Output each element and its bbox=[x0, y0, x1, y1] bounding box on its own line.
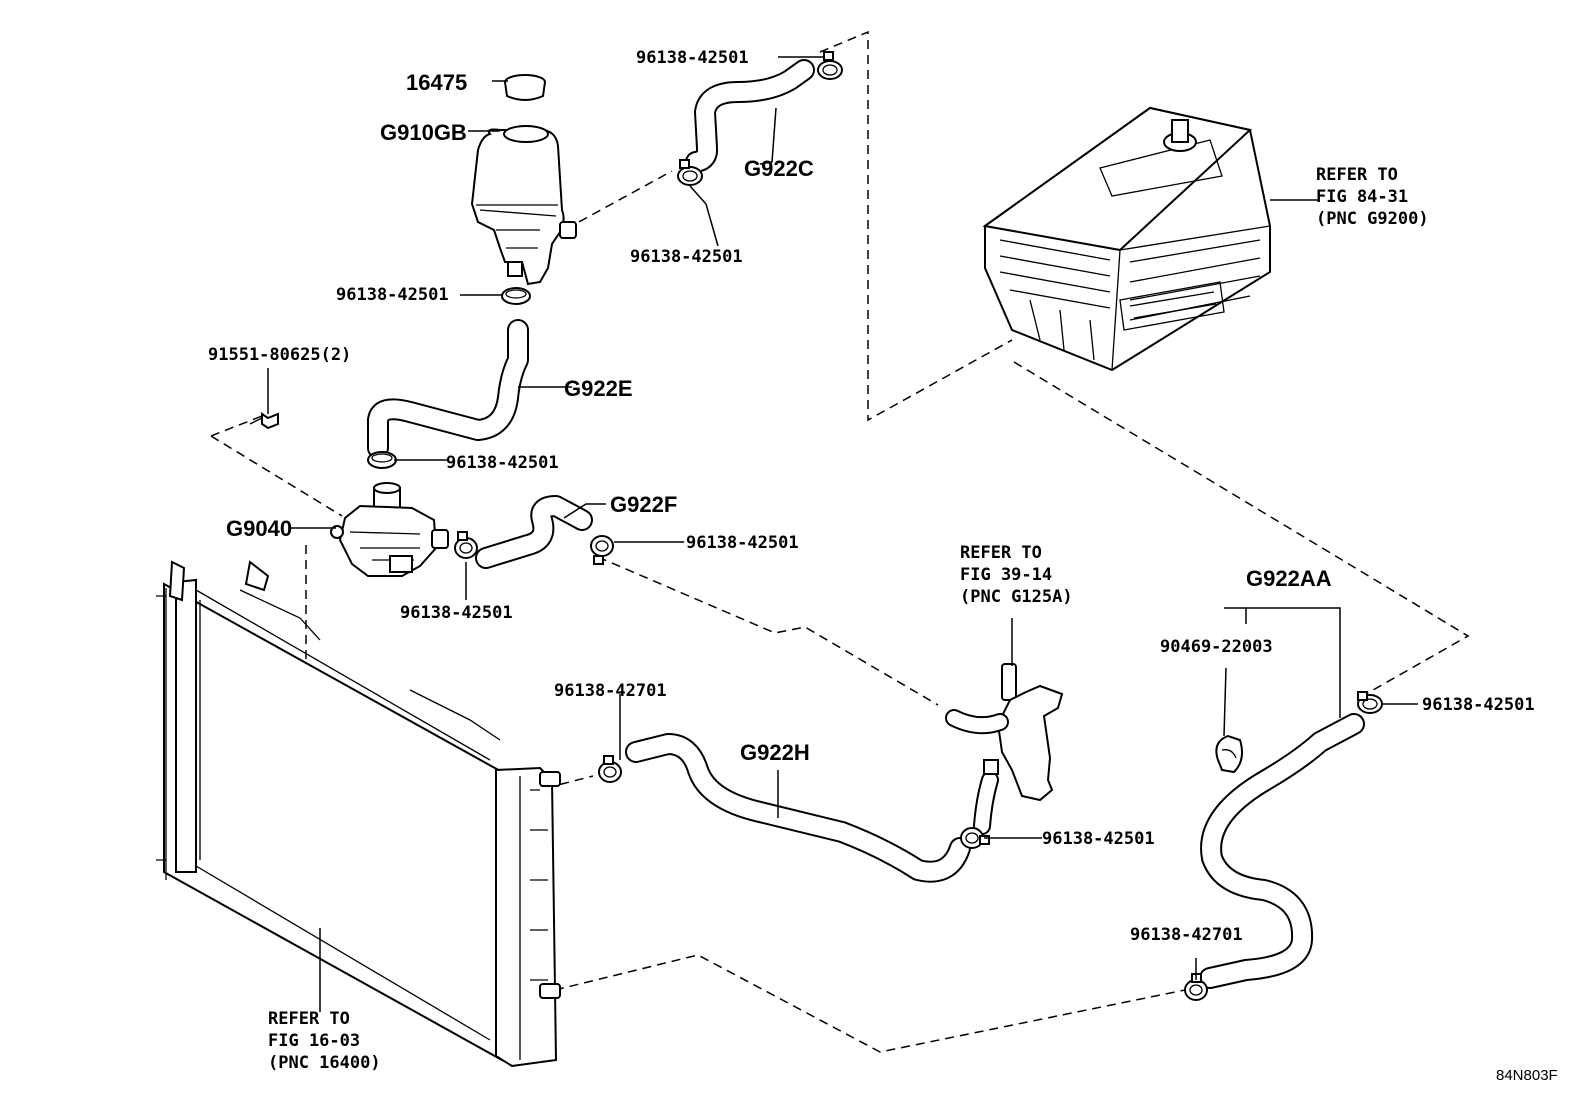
ref-radiator-line-1: REFER TO bbox=[268, 1009, 350, 1029]
ref-radiator: REFER TO FIG 16-03 (PNC 16400) bbox=[268, 1009, 381, 1073]
label-hose-e: G922E bbox=[564, 376, 633, 401]
label-bolt: 91551-80625(2) bbox=[208, 345, 351, 365]
reservoir-cap-part bbox=[504, 74, 546, 101]
label-clamp-pump: 96138-42501 bbox=[400, 603, 513, 623]
label-clamp-c-lower: 96138-42501 bbox=[630, 247, 743, 267]
bolt-part bbox=[249, 412, 279, 430]
leader-lines bbox=[267, 56, 1418, 1012]
clamp-c-lower bbox=[677, 159, 703, 186]
hose-g922aa-part bbox=[1199, 713, 1365, 989]
part-labels: 16475 G910GB 96138-42501 G922C 96138-425… bbox=[208, 48, 1535, 945]
label-clamp-aa-bottom: 96138-42701 bbox=[1130, 925, 1243, 945]
ref-inverter-line-1: REFER TO bbox=[1316, 165, 1398, 185]
ref-inverter-line-3: (PNC G9200) bbox=[1316, 209, 1429, 229]
ref-cooler: REFER TO FIG 39-14 (PNC G125A) bbox=[960, 543, 1073, 607]
inverter-assembly-part bbox=[982, 106, 1271, 372]
ref-radiator-line-2: FIG 16-03 bbox=[268, 1031, 360, 1051]
label-tank: G910GB bbox=[380, 120, 467, 145]
label-cap: 16475 bbox=[406, 70, 467, 95]
label-clamp-tank: 96138-42501 bbox=[336, 285, 449, 305]
label-clamp-top: 96138-42501 bbox=[636, 48, 749, 68]
ref-inverter: REFER TO FIG 84-31 (PNC G9200) bbox=[1316, 165, 1429, 229]
clamp-pump bbox=[454, 531, 478, 559]
label-hose-h: G922H bbox=[740, 740, 810, 765]
clamp-e-lower bbox=[367, 451, 397, 469]
hose-g922f-part bbox=[475, 495, 593, 569]
clamp-h-right bbox=[960, 827, 990, 849]
label-hose-c: G922C bbox=[744, 156, 814, 181]
label-hose-aa: G922AA bbox=[1246, 566, 1332, 591]
ref-cooler-line-3: (PNC G125A) bbox=[960, 587, 1073, 607]
water-pump-part bbox=[330, 482, 449, 577]
clamp-f bbox=[590, 535, 614, 565]
hose-clamps bbox=[367, 51, 1383, 1001]
label-clamp-aa-top: 96138-42501 bbox=[1422, 695, 1535, 715]
hose-g922c-part bbox=[685, 59, 815, 173]
clamp-top bbox=[817, 51, 843, 80]
hose-clip-part bbox=[1215, 734, 1243, 774]
label-clamp-e-lower: 96138-42501 bbox=[446, 453, 559, 473]
hose-g922h-part bbox=[625, 733, 971, 883]
ref-cooler-line-1: REFER TO bbox=[960, 543, 1042, 563]
hose-g922e-part bbox=[367, 319, 529, 459]
clamp-aa-top bbox=[1357, 691, 1383, 714]
ref-cooler-line-2: FIG 39-14 bbox=[960, 565, 1052, 585]
radiator-part bbox=[156, 560, 561, 1068]
clamp-h bbox=[598, 755, 622, 783]
label-clamp-h-right: 96138-42501 bbox=[1042, 829, 1155, 849]
label-clip-aa: 90469-22003 bbox=[1160, 637, 1273, 657]
ref-radiator-line-3: (PNC 16400) bbox=[268, 1053, 381, 1073]
clamp-tank bbox=[501, 287, 531, 305]
diagram-code: 84N803F bbox=[1496, 1067, 1558, 1084]
reservoir-tank-part bbox=[470, 125, 577, 286]
label-clamp-f: 96138-42501 bbox=[686, 533, 799, 553]
label-hose-f: G922F bbox=[610, 492, 677, 517]
cooler-part bbox=[945, 663, 1064, 835]
ref-inverter-line-2: FIG 84-31 bbox=[1316, 187, 1408, 207]
label-pump: G9040 bbox=[226, 516, 292, 541]
label-clamp-h: 96138-42701 bbox=[554, 681, 667, 701]
